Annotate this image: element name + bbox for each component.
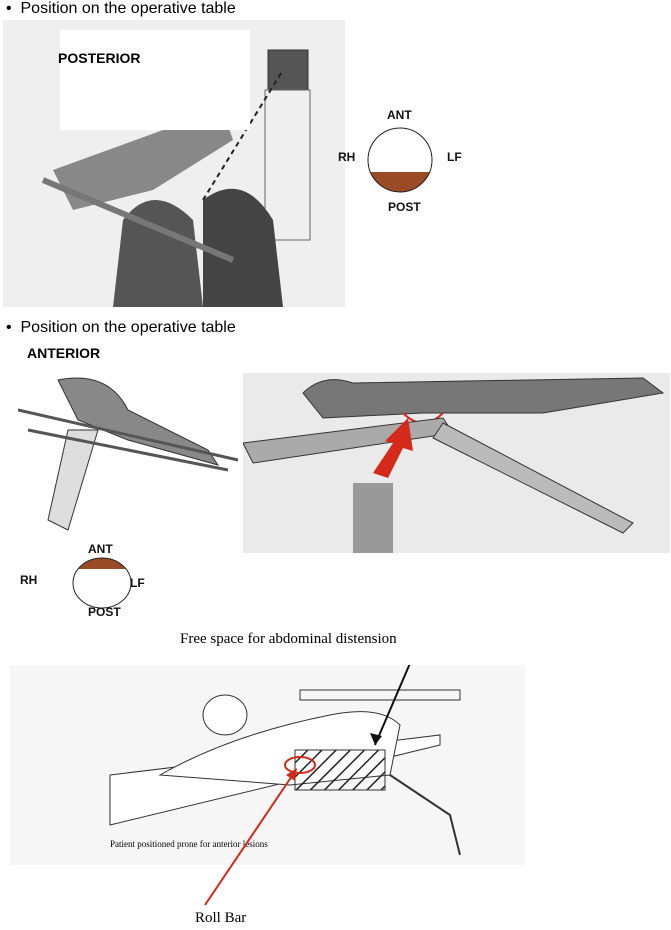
heading-text: Position on the operative table (20, 0, 236, 17)
anterior-illustration-right (243, 377, 665, 553)
ant-label: ANT (387, 108, 412, 122)
fluid-circle-posterior (367, 127, 433, 193)
lf-label: LF (447, 150, 462, 164)
anterior-illustration-left (18, 377, 239, 531)
ant-label: ANT (88, 542, 113, 556)
anterior-photo (243, 373, 670, 553)
lf-label: LF (130, 576, 145, 590)
prone-illustration (109, 665, 461, 856)
bullet: • (6, 0, 12, 17)
fluid-circle-anterior (72, 557, 132, 609)
post-label: POST (88, 605, 121, 619)
prone-photo: Patient positioned prone for anterior le… (10, 665, 525, 865)
roll-bar-arrow (204, 768, 297, 906)
bullet: • (6, 319, 12, 336)
caption: Patient positioned prone for anterior le… (110, 839, 268, 849)
anterior-position-diagram: ANT RH LF POST (20, 540, 160, 620)
section2-heading: • Position on the operative table (6, 319, 236, 337)
free-space-annotation: Free space for abdominal distension (180, 631, 397, 647)
roll-bar-annotation: Roll Bar (195, 910, 247, 926)
rh-label: RH (20, 573, 38, 587)
post-label: POST (388, 200, 421, 214)
anterior-label: ANTERIOR (27, 345, 101, 361)
posterior-label: POSTERIOR (58, 50, 141, 66)
posterior-position-diagram: ANT RH LF POST (330, 100, 480, 220)
posterior-illustration (41, 49, 311, 307)
rh-label: RH (338, 150, 356, 164)
label-box (60, 30, 250, 130)
heading-text: Position on the operative table (20, 319, 236, 336)
section1-heading: • Position on the operative table (6, 0, 236, 18)
posterior-photo: POSTERIOR (3, 20, 345, 307)
